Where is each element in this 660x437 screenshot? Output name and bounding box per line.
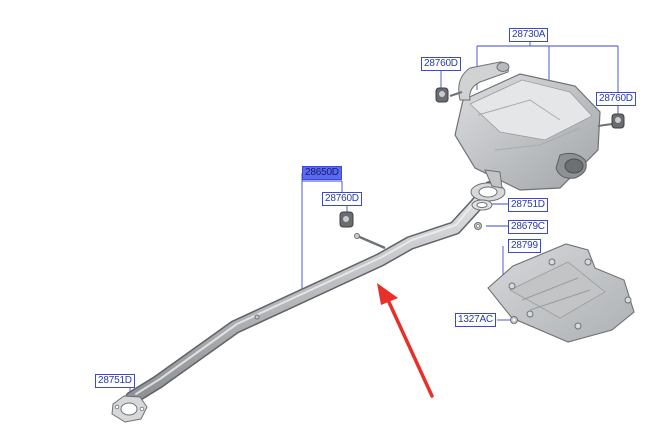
hanger-upper-right-shape (611, 113, 625, 129)
front-flange-shape (111, 395, 148, 423)
hanger-center-shape (339, 211, 354, 228)
part-label-hanger-upper-left[interactable]: 28760D (421, 57, 461, 71)
part-label-heat-protector[interactable]: 28799 (508, 239, 541, 253)
part-label-gasket-front[interactable]: 28751D (95, 374, 135, 388)
rear-flange-shape (470, 182, 506, 211)
part-label-muffler-assy[interactable]: 28730A (509, 28, 549, 42)
part-label-gasket-rear[interactable]: 28751D (508, 198, 548, 212)
bolt-shape (510, 316, 518, 324)
part-label-center-pipe[interactable]: 28650D (302, 166, 342, 180)
nut-shape (474, 222, 482, 230)
red-arrow-icon (377, 283, 434, 398)
muffler-shape (449, 61, 613, 191)
center-pipe-shape (125, 181, 497, 405)
part-label-hanger-center[interactable]: 28760D (322, 192, 362, 206)
hanger-upper-left-shape (435, 87, 449, 103)
part-label-bolt[interactable]: 1327AC (455, 313, 496, 327)
part-label-hanger-upper-right[interactable]: 28760D (596, 92, 636, 106)
heat-protector-shape (487, 243, 635, 343)
part-label-nut[interactable]: 28679C (508, 220, 548, 234)
